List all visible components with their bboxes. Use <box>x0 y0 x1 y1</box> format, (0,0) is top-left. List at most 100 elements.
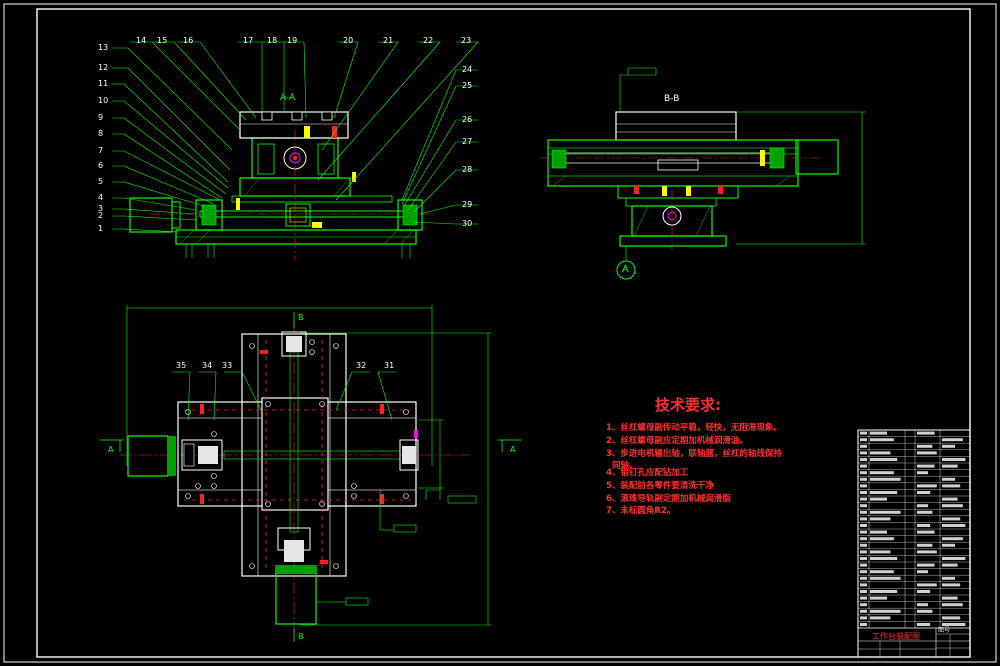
part-number-label: 35 <box>176 361 187 370</box>
bom-index-mark <box>860 537 867 541</box>
part-number-label: 21 <box>383 36 394 45</box>
bom-index-mark <box>860 623 867 626</box>
bom-cell-text-mark <box>942 504 963 508</box>
bom-index-mark <box>860 550 867 554</box>
bom-index-mark <box>860 510 867 514</box>
bom-cell-text-mark <box>942 444 955 448</box>
bom-cell-text-mark <box>942 537 963 541</box>
part-number-label: 11 <box>98 79 109 88</box>
drawing-code: 图号 <box>938 627 951 634</box>
part-number-label: 1 <box>98 224 104 233</box>
part-number-label: 30 <box>462 219 473 228</box>
bom-cell-text-mark <box>870 517 891 521</box>
bom-cell-text-mark <box>870 458 898 461</box>
part-number-label: 23 <box>461 36 472 45</box>
title-block <box>857 429 971 658</box>
bom-index-mark <box>860 464 867 468</box>
cut-label-a-left: A <box>108 445 114 454</box>
bom-cell-text-mark <box>917 491 931 494</box>
part-number-label: 29 <box>462 200 473 209</box>
bom-cell-text-mark <box>870 609 901 613</box>
bom-index-mark <box>860 458 867 461</box>
tech-req-item-5: 5、装配前各零件要清洗干净 <box>606 481 714 491</box>
bom-cell-text-mark <box>917 590 931 593</box>
part-number-label: 31 <box>384 361 395 370</box>
bom-cell-text-mark <box>917 431 935 435</box>
tech-req-item-4: 4、销钉孔应配钻加工 <box>606 468 689 478</box>
bom-index-mark <box>860 530 867 534</box>
bom-index-mark <box>860 543 867 547</box>
tech-req-item-3: 3、步进电机输出轴，联轴器，丝杠的轴线保持 <box>606 449 782 459</box>
bom-cell-text-mark <box>917 609 933 613</box>
part-number-label: 28 <box>462 165 473 174</box>
part-number-label: 26 <box>462 115 473 124</box>
section-bb-label: B-B <box>664 94 680 104</box>
bom-cell-text-mark <box>917 444 933 448</box>
bom-index-mark <box>860 517 867 521</box>
bom-cell-text-mark <box>870 590 898 593</box>
cut-label-b-top: B <box>298 313 304 322</box>
bom-cell-text-mark <box>870 557 898 560</box>
bom-cell-text-mark <box>942 524 966 527</box>
bom-cell-text-mark <box>942 596 958 600</box>
part-number-label: 2 <box>98 211 104 220</box>
part-number-label: 32 <box>356 361 367 370</box>
bom-cell-text-mark <box>870 491 898 494</box>
tech-req-item-2: 2、丝杠螺母副应定期加机械润滑油。 <box>606 436 748 446</box>
bom-cell-text-mark <box>870 550 891 554</box>
bom-index-mark <box>860 497 867 501</box>
bom-index-mark <box>860 616 867 620</box>
plan-view <box>100 305 522 642</box>
bom-cell-text-mark <box>942 497 958 501</box>
bom-cell-text-mark <box>942 603 963 607</box>
bom-cell-text-mark <box>870 576 901 580</box>
section-bb-view <box>540 67 866 280</box>
bom-index-mark <box>860 596 867 600</box>
bom-cell-text-mark <box>917 550 937 554</box>
tech-requirements-title: 技术要求: <box>655 396 721 414</box>
part-number-label: 7 <box>98 146 104 155</box>
bom-cell-text-mark <box>870 616 891 620</box>
drawing-name: 工作台装配图 <box>872 632 920 641</box>
bom-cell-text-mark <box>917 623 931 626</box>
bom-cell-text-mark <box>870 438 894 442</box>
bom-index-mark <box>860 491 867 494</box>
bom-index-mark <box>860 576 867 580</box>
bom-index-mark <box>860 570 867 574</box>
bom-index-mark <box>860 609 867 613</box>
bom-cell-text-mark <box>917 504 928 508</box>
tech-req-item-1: 1、丝杠螺母副传动平稳，轻快，无阻滞现象。 <box>606 423 782 433</box>
bom-index-mark <box>860 444 867 448</box>
bom-cell-text-mark <box>917 451 937 455</box>
bom-index-mark <box>860 583 867 587</box>
bom-index-mark <box>860 603 867 607</box>
bom-cell-text-mark <box>870 570 894 574</box>
bom-cell-text-mark <box>942 517 961 521</box>
bom-cell-text-mark <box>870 431 887 435</box>
bom-cell-text-mark <box>942 623 966 626</box>
bom-cell-text-mark <box>942 484 961 488</box>
bom-cell-text-mark <box>917 524 931 527</box>
view-a-marker-circle <box>616 260 636 280</box>
part-number-label: 22 <box>423 36 434 45</box>
tech-req-item-3b: 同轴。 <box>612 461 638 471</box>
part-number-label: 27 <box>462 137 473 146</box>
cut-label-a-right: A <box>510 445 516 454</box>
section-aa-view <box>112 41 479 260</box>
part-number-label: 14 <box>136 36 147 45</box>
part-number-label: 19 <box>287 36 298 45</box>
bom-cell-text-mark <box>942 616 961 620</box>
bom-cell-text-mark <box>942 543 955 547</box>
bom-index-mark <box>860 590 867 593</box>
bom-index-mark <box>860 471 867 475</box>
bom-cell-text-mark <box>917 530 935 534</box>
outer-frame <box>3 3 997 663</box>
bom-index-mark <box>860 524 867 527</box>
tech-req-item-6: 6、滚珠导轨副定期加机械润滑脂 <box>606 494 731 504</box>
bom-cell-text-mark <box>870 451 891 455</box>
part-number-label: 10 <box>98 96 109 105</box>
bom-cell-text-mark <box>917 583 937 587</box>
bom-cell-text-mark <box>942 583 961 587</box>
bom-cell-text-mark <box>917 464 935 468</box>
